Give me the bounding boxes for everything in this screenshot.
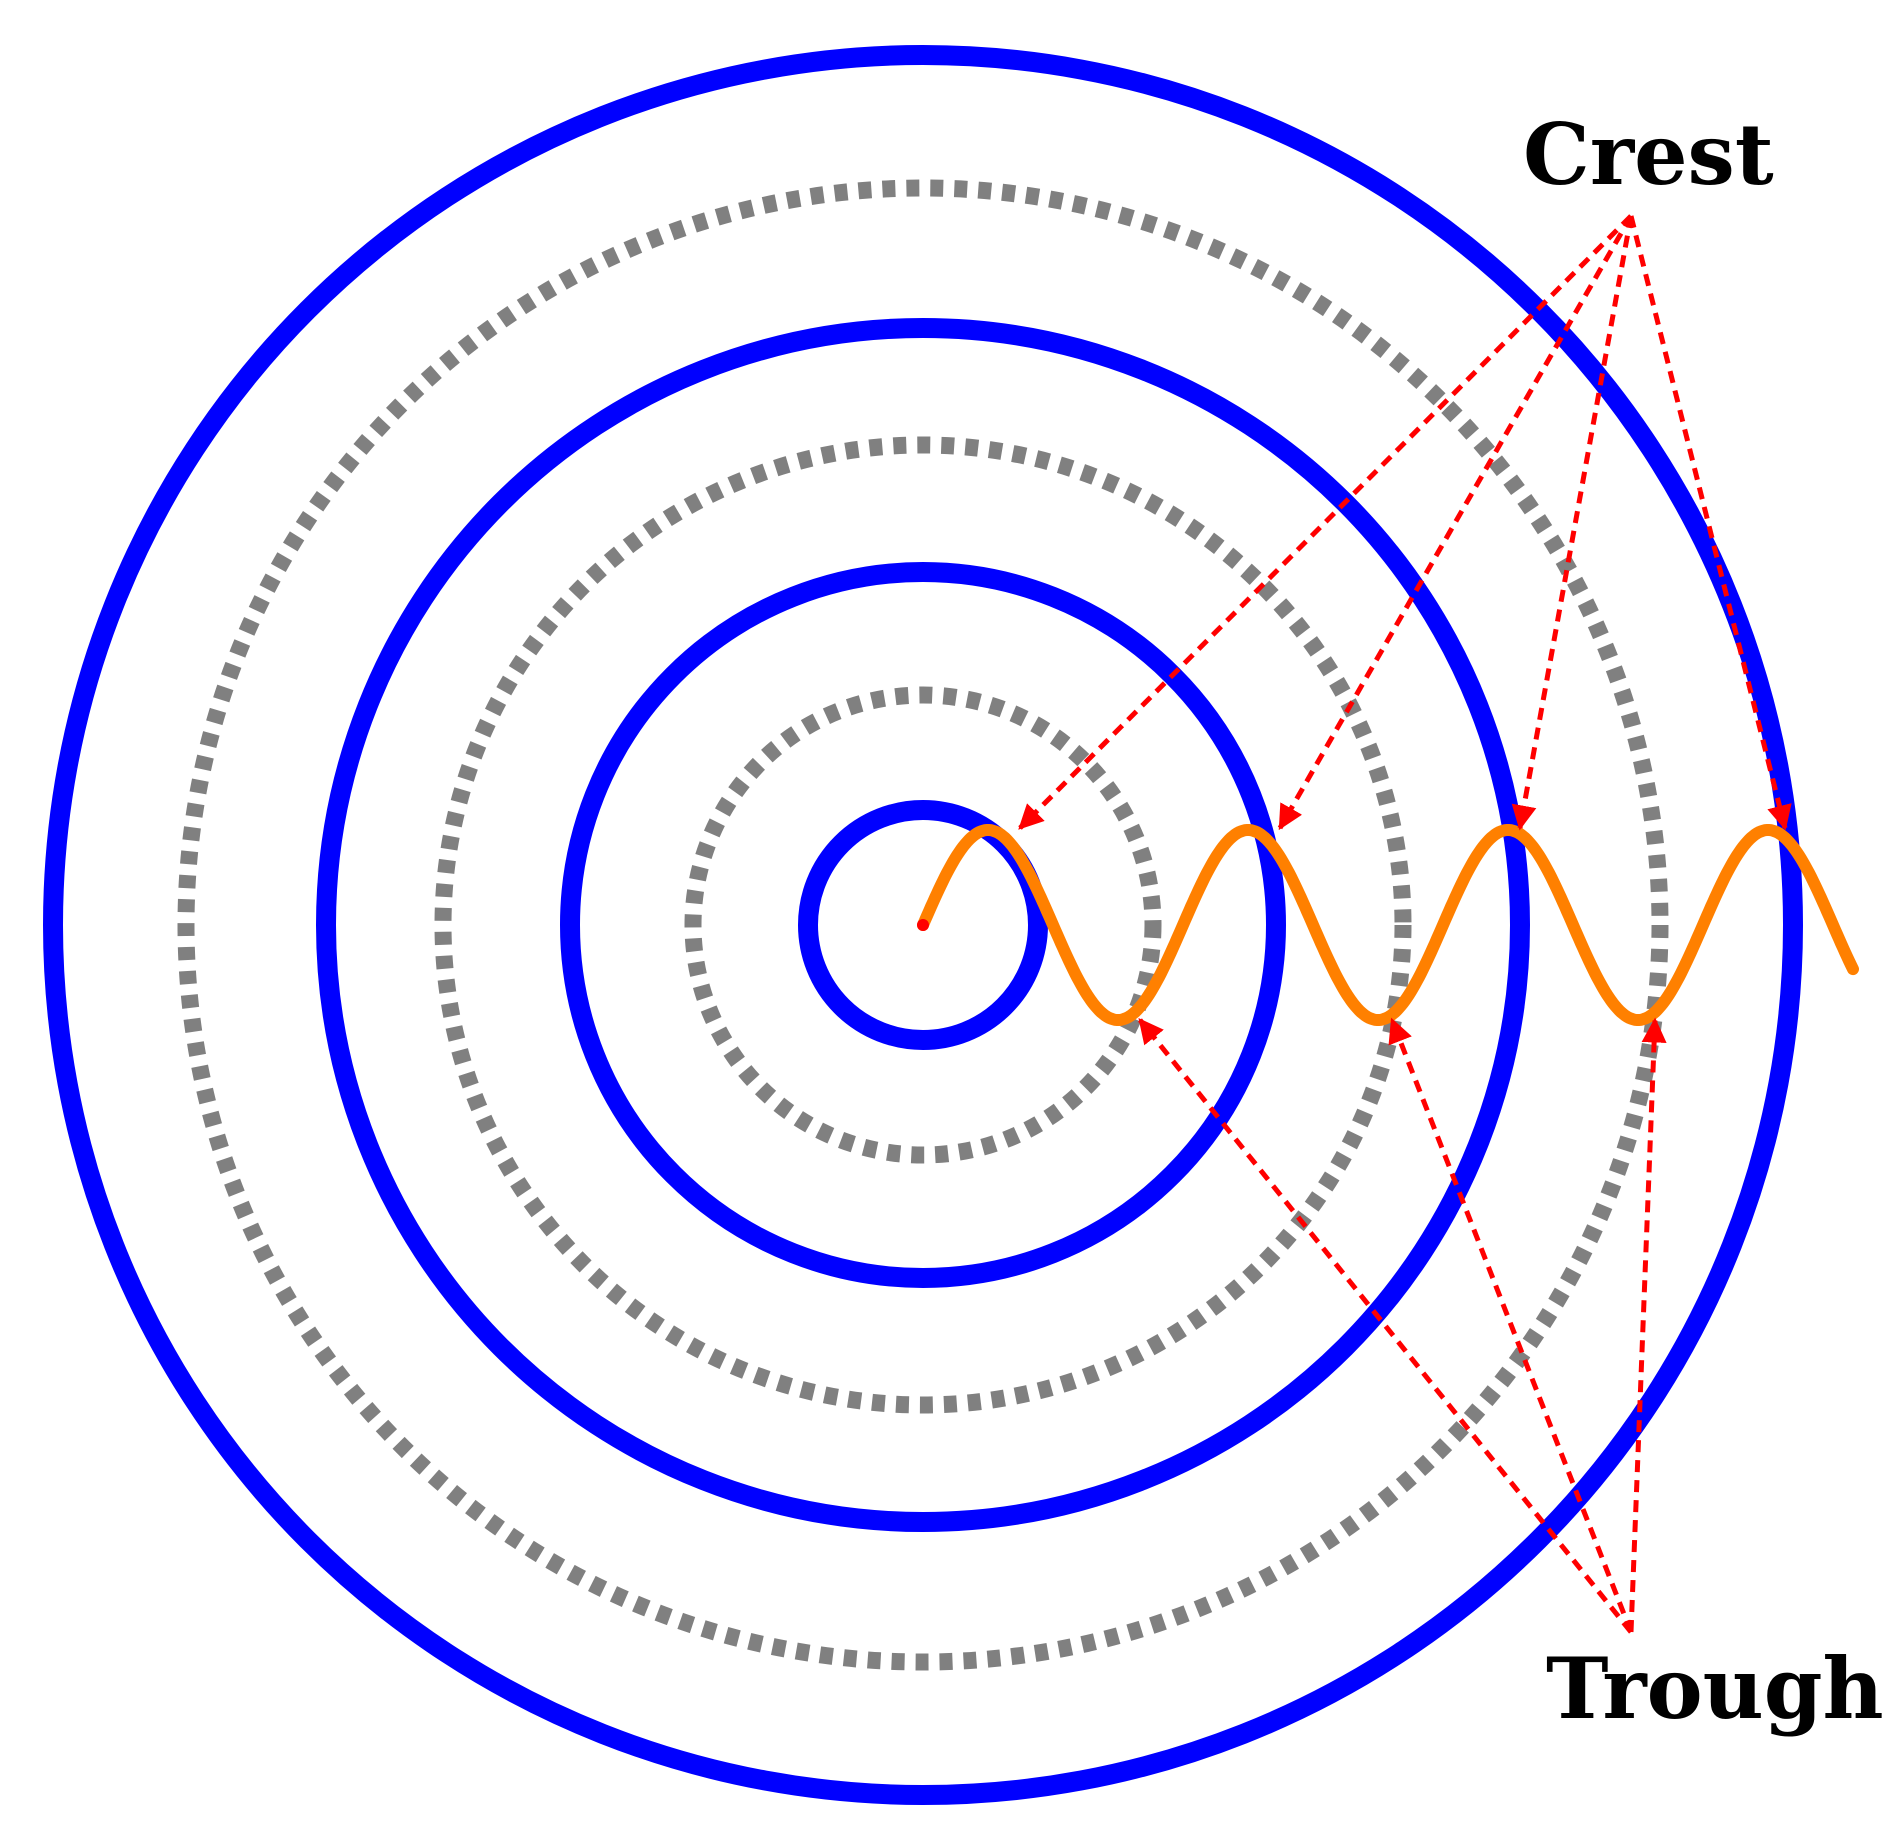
crest-ring (560, 562, 1286, 1288)
wavefront-rings (43, 45, 1803, 1805)
crest-arrow (1277, 214, 1634, 831)
trough-arrow (1388, 1017, 1634, 1633)
crest-arrow (1511, 215, 1634, 831)
crest-label: Crest (1523, 105, 1774, 204)
crest-arrow (1628, 215, 1792, 831)
trough-ring (684, 686, 1162, 1164)
crest-arrow (1018, 214, 1633, 830)
sine-wave (917, 824, 1859, 1026)
crest-ring (43, 45, 1803, 1805)
trough-arrow (1628, 1017, 1667, 1633)
crest-ring (798, 800, 1048, 1050)
crest-ring (316, 318, 1530, 1532)
trough-arrow (1138, 1018, 1633, 1634)
trough-ring (434, 436, 1412, 1414)
trough-label: Trough (1546, 1639, 1884, 1738)
pointer-arrows (1018, 214, 1792, 1634)
trough-ring (177, 179, 1669, 1671)
source-point (917, 919, 929, 931)
